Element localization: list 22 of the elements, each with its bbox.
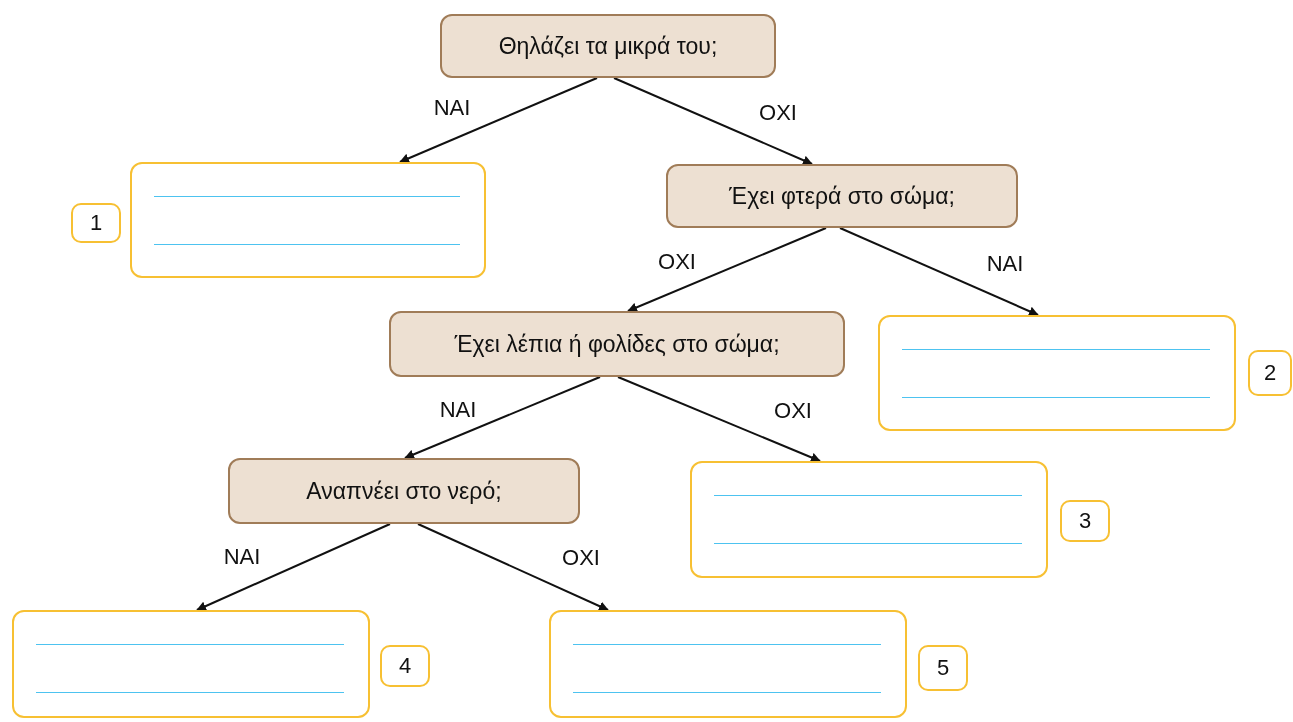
number-label: 5 bbox=[918, 645, 968, 691]
question-box: Έχει λέπια ή φολίδες στο σώμα; bbox=[389, 311, 845, 377]
question-box: Αναπνέει στο νερό; bbox=[228, 458, 580, 524]
arrow bbox=[613, 77, 813, 165]
number-label: 4 bbox=[380, 645, 430, 687]
arrow bbox=[399, 77, 598, 164]
arrow bbox=[617, 376, 821, 463]
arrow bbox=[627, 227, 827, 313]
number-label: 3 bbox=[1060, 500, 1110, 542]
arrow bbox=[404, 376, 601, 460]
arrow bbox=[417, 523, 609, 611]
answer-box bbox=[130, 162, 486, 278]
question-box: Έχει φτερά στο σώμα; bbox=[666, 164, 1018, 228]
arrow bbox=[196, 523, 391, 611]
answer-box bbox=[690, 461, 1048, 578]
answer-box bbox=[549, 610, 907, 718]
question-box: Θηλάζει τα μικρά του; bbox=[440, 14, 776, 78]
answer-box bbox=[878, 315, 1236, 431]
arrow bbox=[839, 227, 1039, 316]
number-label: 1 bbox=[71, 203, 121, 243]
number-label: 2 bbox=[1248, 350, 1292, 396]
answer-box bbox=[12, 610, 370, 718]
